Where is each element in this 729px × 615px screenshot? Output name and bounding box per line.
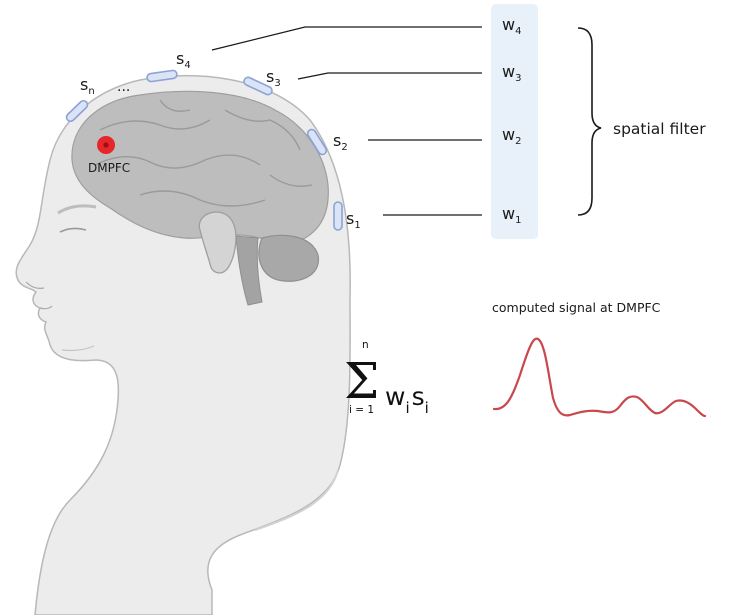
label-s-n: sn xyxy=(80,75,95,97)
dmpfc-label: DMPFC xyxy=(88,161,130,175)
connector-s4-w4 xyxy=(212,27,482,50)
electrode-s1 xyxy=(334,202,342,230)
weights-panel: w4 w3 w2 w1 xyxy=(491,4,538,239)
electrode-ellipsis: ... xyxy=(117,79,130,95)
label-s-4: s4 xyxy=(176,49,191,71)
computed-signal: computed signal at DMPFC xyxy=(492,300,705,416)
connector-s3-w3 xyxy=(298,73,482,79)
formula-terms: wisi xyxy=(385,382,429,417)
dmpfc-dot-center xyxy=(103,142,108,147)
formula-lower-limit: i = 1 xyxy=(349,404,374,416)
signal-title: computed signal at DMPFC xyxy=(492,300,661,315)
label-s-2: s2 xyxy=(333,131,348,153)
label-s-3: s3 xyxy=(266,67,281,89)
spatial-filter-label: spatial filter xyxy=(613,120,706,138)
label-s-1: s1 xyxy=(346,209,361,231)
spatial-filter-group: spatial filter xyxy=(578,28,706,215)
curly-brace xyxy=(578,28,601,215)
formula-upper-limit: n xyxy=(362,339,369,351)
sum-formula: n Σ i = 1 wisi xyxy=(344,339,429,417)
signal-waveform xyxy=(494,339,705,416)
formula-sigma: Σ xyxy=(344,352,379,410)
